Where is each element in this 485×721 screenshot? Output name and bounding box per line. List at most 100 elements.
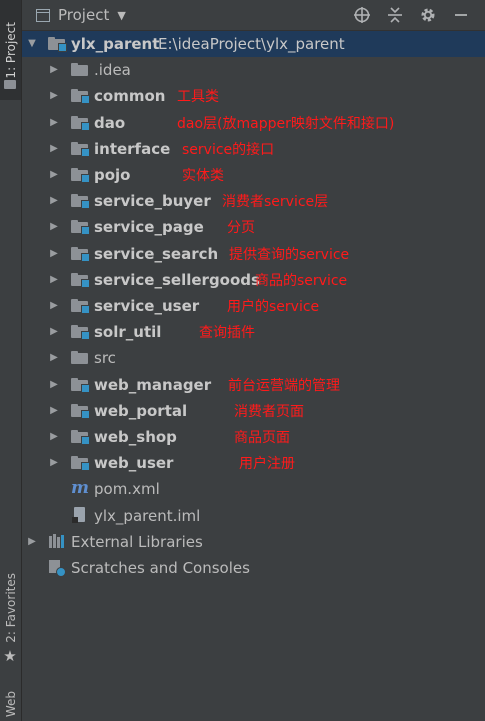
annotation-note: 提供查询的service bbox=[229, 247, 350, 263]
collapsed-arrow-icon[interactable]: ▶ bbox=[50, 431, 58, 442]
gear-icon[interactable] bbox=[419, 6, 437, 24]
collapsed-arrow-icon[interactable]: ▶ bbox=[50, 90, 58, 101]
tree-item-label: service_user bbox=[94, 297, 200, 315]
collapsed-arrow-icon[interactable]: ▶ bbox=[50, 64, 58, 75]
libraries-icon bbox=[48, 534, 66, 549]
chevron-down-icon[interactable]: ▼ bbox=[117, 8, 126, 22]
collapsed-arrow-icon[interactable]: ▶ bbox=[50, 169, 58, 180]
tree-item-label: service_search bbox=[94, 245, 219, 263]
favorites-tool-tab[interactable]: 2: Favorites bbox=[0, 572, 21, 644]
tree-folder-row[interactable]: ▶.idea bbox=[22, 57, 485, 83]
module-folder-icon bbox=[71, 220, 90, 235]
project-view-icon bbox=[36, 8, 50, 22]
tree-item-label: solr_util bbox=[94, 323, 162, 341]
collapsed-arrow-icon[interactable]: ▶ bbox=[50, 248, 58, 259]
tree-folder-row[interactable]: ▶ service_user 用户的service bbox=[22, 293, 485, 319]
collapsed-arrow-icon[interactable]: ▶ bbox=[50, 117, 58, 128]
tree-item-label: service_page bbox=[94, 218, 204, 236]
project-tab-folder-icon bbox=[4, 80, 16, 89]
folder-icon bbox=[71, 351, 88, 364]
annotation-note: 工具类 bbox=[177, 89, 219, 105]
project-tab-label: 1: Project bbox=[3, 21, 18, 79]
collapsed-arrow-icon[interactable]: ▶ bbox=[50, 274, 58, 285]
module-folder-icon bbox=[71, 273, 90, 288]
tree-item-label: src bbox=[94, 349, 116, 367]
collapsed-arrow-icon[interactable]: ▶ bbox=[50, 195, 58, 206]
maven-icon: m bbox=[71, 478, 89, 498]
collapsed-arrow-icon[interactable]: ▶ bbox=[50, 300, 58, 311]
project-view-header: Project ▼ bbox=[22, 0, 485, 31]
scratches-icon bbox=[48, 559, 66, 577]
tree-folder-row[interactable]: ▶ service_search 提供查询的service bbox=[22, 241, 485, 267]
tree-item-label: web_user bbox=[94, 454, 174, 472]
tree-item-label: dao bbox=[94, 114, 126, 132]
module-folder-icon bbox=[71, 247, 90, 262]
tree-folder-row[interactable]: ▶ web_user 用户注册 bbox=[22, 450, 485, 476]
scratches-row[interactable]: Scratches and Consoles bbox=[22, 555, 485, 581]
module-folder-icon bbox=[71, 456, 90, 471]
minimize-icon[interactable] bbox=[452, 6, 470, 24]
tree-item-label: service_buyer bbox=[94, 192, 211, 210]
external-libraries-label: External Libraries bbox=[71, 533, 203, 551]
annotation-note: 查询插件 bbox=[199, 325, 255, 341]
collapsed-arrow-icon[interactable]: ▶ bbox=[50, 221, 58, 232]
module-folder-icon bbox=[71, 325, 90, 340]
module-folder-icon bbox=[71, 116, 90, 131]
folder-icon bbox=[71, 63, 88, 76]
target-icon[interactable] bbox=[353, 6, 371, 24]
collapsed-arrow-icon[interactable]: ▶ bbox=[28, 536, 36, 547]
module-folder-icon bbox=[71, 430, 90, 445]
star-icon[interactable]: ★ bbox=[3, 647, 17, 665]
root-module-path: E:\ideaProject\ylx_parent bbox=[158, 35, 345, 53]
collapsed-arrow-icon[interactable]: ▶ bbox=[50, 326, 58, 337]
scratches-label: Scratches and Consoles bbox=[71, 559, 250, 577]
tree-folder-row[interactable]: ▶ web_shop 商品页面 bbox=[22, 424, 485, 450]
collapsed-arrow-icon[interactable]: ▶ bbox=[50, 405, 58, 416]
expanded-arrow-icon[interactable]: ▼ bbox=[28, 38, 36, 49]
module-folder-icon bbox=[71, 89, 90, 104]
tree-folder-row[interactable]: ▶ solr_util 查询插件 bbox=[22, 319, 485, 345]
tree-item-label: service_sellergoods bbox=[94, 271, 260, 289]
tree-folder-row[interactable]: ▶ dao dao层(放mapper映射文件和接口) bbox=[22, 110, 485, 136]
collapsed-arrow-icon[interactable]: ▶ bbox=[50, 457, 58, 468]
module-folder-icon bbox=[71, 194, 90, 209]
annotation-note: 消费者service层 bbox=[222, 194, 329, 210]
root-module-name: ylx_parent bbox=[71, 35, 160, 53]
annotation-note: 前台运营端的管理 bbox=[228, 378, 340, 394]
annotation-note: dao层(放mapper映射文件和接口) bbox=[177, 116, 395, 132]
tree-file-row[interactable]: m pom.xml bbox=[22, 476, 485, 502]
left-tool-stripe: 1: Project 2: Favorites ★ Web bbox=[0, 0, 22, 721]
module-folder-icon bbox=[71, 168, 90, 183]
annotation-note: 用户的service bbox=[227, 299, 320, 315]
collapsed-arrow-icon[interactable]: ▶ bbox=[50, 352, 58, 363]
view-selector[interactable]: Project bbox=[58, 6, 110, 24]
module-folder-icon bbox=[71, 378, 90, 393]
tree-item-label: pojo bbox=[94, 166, 131, 184]
collapsed-arrow-icon[interactable]: ▶ bbox=[50, 379, 58, 390]
project-tool-tab[interactable]: 1: Project bbox=[0, 0, 21, 100]
collapse-icon[interactable] bbox=[386, 6, 404, 24]
annotation-note: 用户注册 bbox=[239, 456, 295, 472]
annotation-note: 商品页面 bbox=[234, 430, 290, 446]
annotation-note: 商品的service bbox=[255, 273, 348, 289]
tree-folder-row[interactable]: ▶ service_buyer 消费者service层 bbox=[22, 188, 485, 214]
tree-file-label: pom.xml bbox=[94, 480, 160, 498]
external-libraries-row[interactable]: ▶ External Libraries bbox=[22, 529, 485, 555]
tree-file-row[interactable]: ylx_parent.iml bbox=[22, 503, 485, 529]
tree-file-label: ylx_parent.iml bbox=[94, 507, 201, 525]
collapsed-arrow-icon[interactable]: ▶ bbox=[50, 143, 58, 154]
web-tool-tab[interactable]: Web bbox=[0, 688, 21, 721]
tree-folder-row[interactable]: ▶ src bbox=[22, 345, 485, 371]
favorites-tab-label: 2: Favorites bbox=[3, 573, 18, 643]
header-toolbar bbox=[353, 0, 485, 30]
tree-root-row[interactable]: ▼ ylx_parent E:\ideaProject\ylx_parent bbox=[22, 31, 485, 57]
tree-item-label: web_shop bbox=[94, 428, 177, 446]
